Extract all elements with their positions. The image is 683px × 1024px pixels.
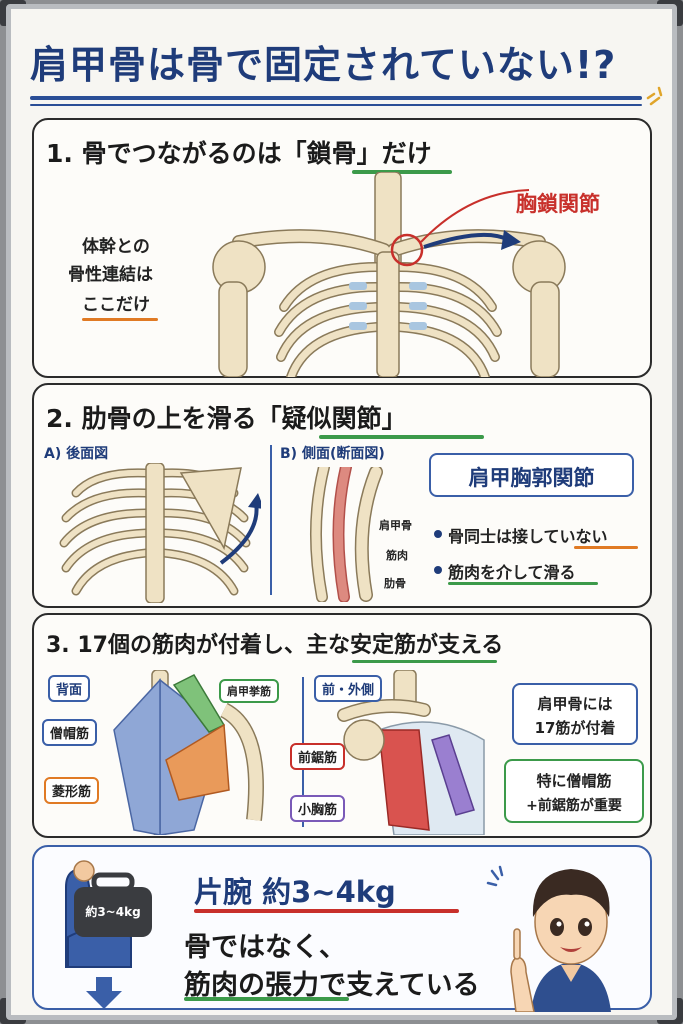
cross-label-muscle: 筋肉 — [386, 549, 408, 562]
section-1-panel: 1. 骨でつながるのは「鎖骨」だけ 胸鎖関節 体幹との — [32, 118, 652, 378]
scapulothoracic-joint-title: 肩甲胸郭関節 — [468, 466, 595, 490]
cross-label-rib: 肋骨 — [384, 577, 406, 590]
sternoclavicular-joint-label: 胸鎖関節 — [516, 192, 600, 216]
muscle-count-line-2: 17筋が付着 — [534, 719, 616, 737]
bullet-text-2: 筋肉を介して滑る — [448, 563, 576, 582]
muscle-count-box: 肩甲骨には 17筋が付着 — [512, 683, 638, 745]
section-3-heading: 3. 17個の筋肉が付着し、主な安定筋が支える — [46, 633, 504, 658]
page-title: 肩甲骨は骨で固定されていない!? — [30, 43, 617, 87]
front-view-tag: 前・外側 — [314, 675, 383, 702]
cross-section-illustration — [310, 467, 383, 602]
front-muscles-illustration — [337, 670, 485, 835]
scapulothoracic-joint-box: 肩甲胸郭関節 — [429, 453, 634, 497]
bullet-dot-2 — [434, 566, 442, 574]
section-3-panel: 3. 17個の筋肉が付着し、主な安定筋が支える 背面 肩甲挙筋 僧帽筋 菱形筋 … — [32, 613, 652, 838]
serratus-anterior-tag: 前鋸筋 — [290, 743, 346, 770]
sparkle-icon — [646, 86, 663, 106]
clavicle-underline — [352, 170, 452, 174]
view-divider — [270, 445, 272, 595]
flexed-arm-icon — [65, 860, 152, 968]
trapezius-tag: 僧帽筋 — [42, 719, 98, 746]
sparkle-lines-icon — [486, 865, 504, 887]
section-1-heading: 1. 骨でつながるのは「鎖骨」だけ — [46, 139, 432, 168]
posterior-rib-illustration — [59, 463, 261, 603]
title-underline — [30, 96, 642, 100]
message-line-1: 骨ではなく、 — [184, 932, 346, 963]
bullet-2-underline — [448, 582, 598, 585]
section-2-panel: 2. 肋骨の上を滑る「疑似関節」 A) 後面図 B) 側面(断面図) 肩甲骨 筋… — [32, 383, 652, 608]
key-muscles-line-1: 特に僧帽筋 — [536, 772, 612, 790]
side-note-line-2: 骨性連結は — [68, 265, 153, 285]
levator-scapulae-tag: 肩甲挙筋 — [219, 679, 279, 703]
key-muscles-box: 特に僧帽筋 +前鋸筋が重要 — [504, 759, 644, 823]
side-note-line-1: 体幹との — [82, 237, 150, 257]
cross-label-scapula: 肩甲骨 — [379, 519, 412, 532]
title-underline-thin — [30, 104, 642, 106]
arm-weight-underline — [194, 909, 459, 913]
upper-skeleton-illustration — [212, 172, 566, 377]
rhomboid-tag: 菱形筋 — [44, 777, 100, 804]
down-arrow-icon — [86, 977, 122, 1009]
bullet-text-1: 骨同士は接していない — [448, 527, 608, 546]
view-a-label: A) 後面図 — [44, 446, 109, 462]
arm-weight-heading: 片腕 約3~4kg — [194, 875, 396, 909]
side-note-underline — [82, 318, 158, 321]
pseudo-joint-underline — [319, 435, 484, 439]
muscle-tension-underline — [184, 997, 349, 1001]
bullet-dot-1 — [434, 530, 442, 538]
back-view-tag: 背面 — [48, 675, 91, 702]
message-line-2: 筋肉の張力で支えている — [184, 970, 480, 1001]
muscle-count-line-1: 肩甲骨には — [537, 695, 613, 713]
side-note-line-3: ここだけ — [82, 295, 150, 315]
key-muscles-line-2: +前鋸筋が重要 — [526, 798, 622, 814]
section-4-panel: 約3~4kg 片腕 約3~4kg 骨ではなく、 筋肉の張力で支えている — [32, 845, 652, 1012]
bullet-1-underline — [574, 546, 638, 549]
doctor-avatar — [510, 869, 611, 1012]
back-muscles-illustration — [113, 670, 264, 835]
section-2-heading: 2. 肋骨の上を滑る「疑似関節」 — [46, 404, 407, 433]
weight-label: 約3~4kg — [85, 905, 141, 919]
pectoralis-minor-tag: 小胸筋 — [290, 795, 346, 822]
stabilizer-underline — [352, 660, 497, 663]
view-b-label: B) 側面(断面図) — [280, 446, 385, 462]
